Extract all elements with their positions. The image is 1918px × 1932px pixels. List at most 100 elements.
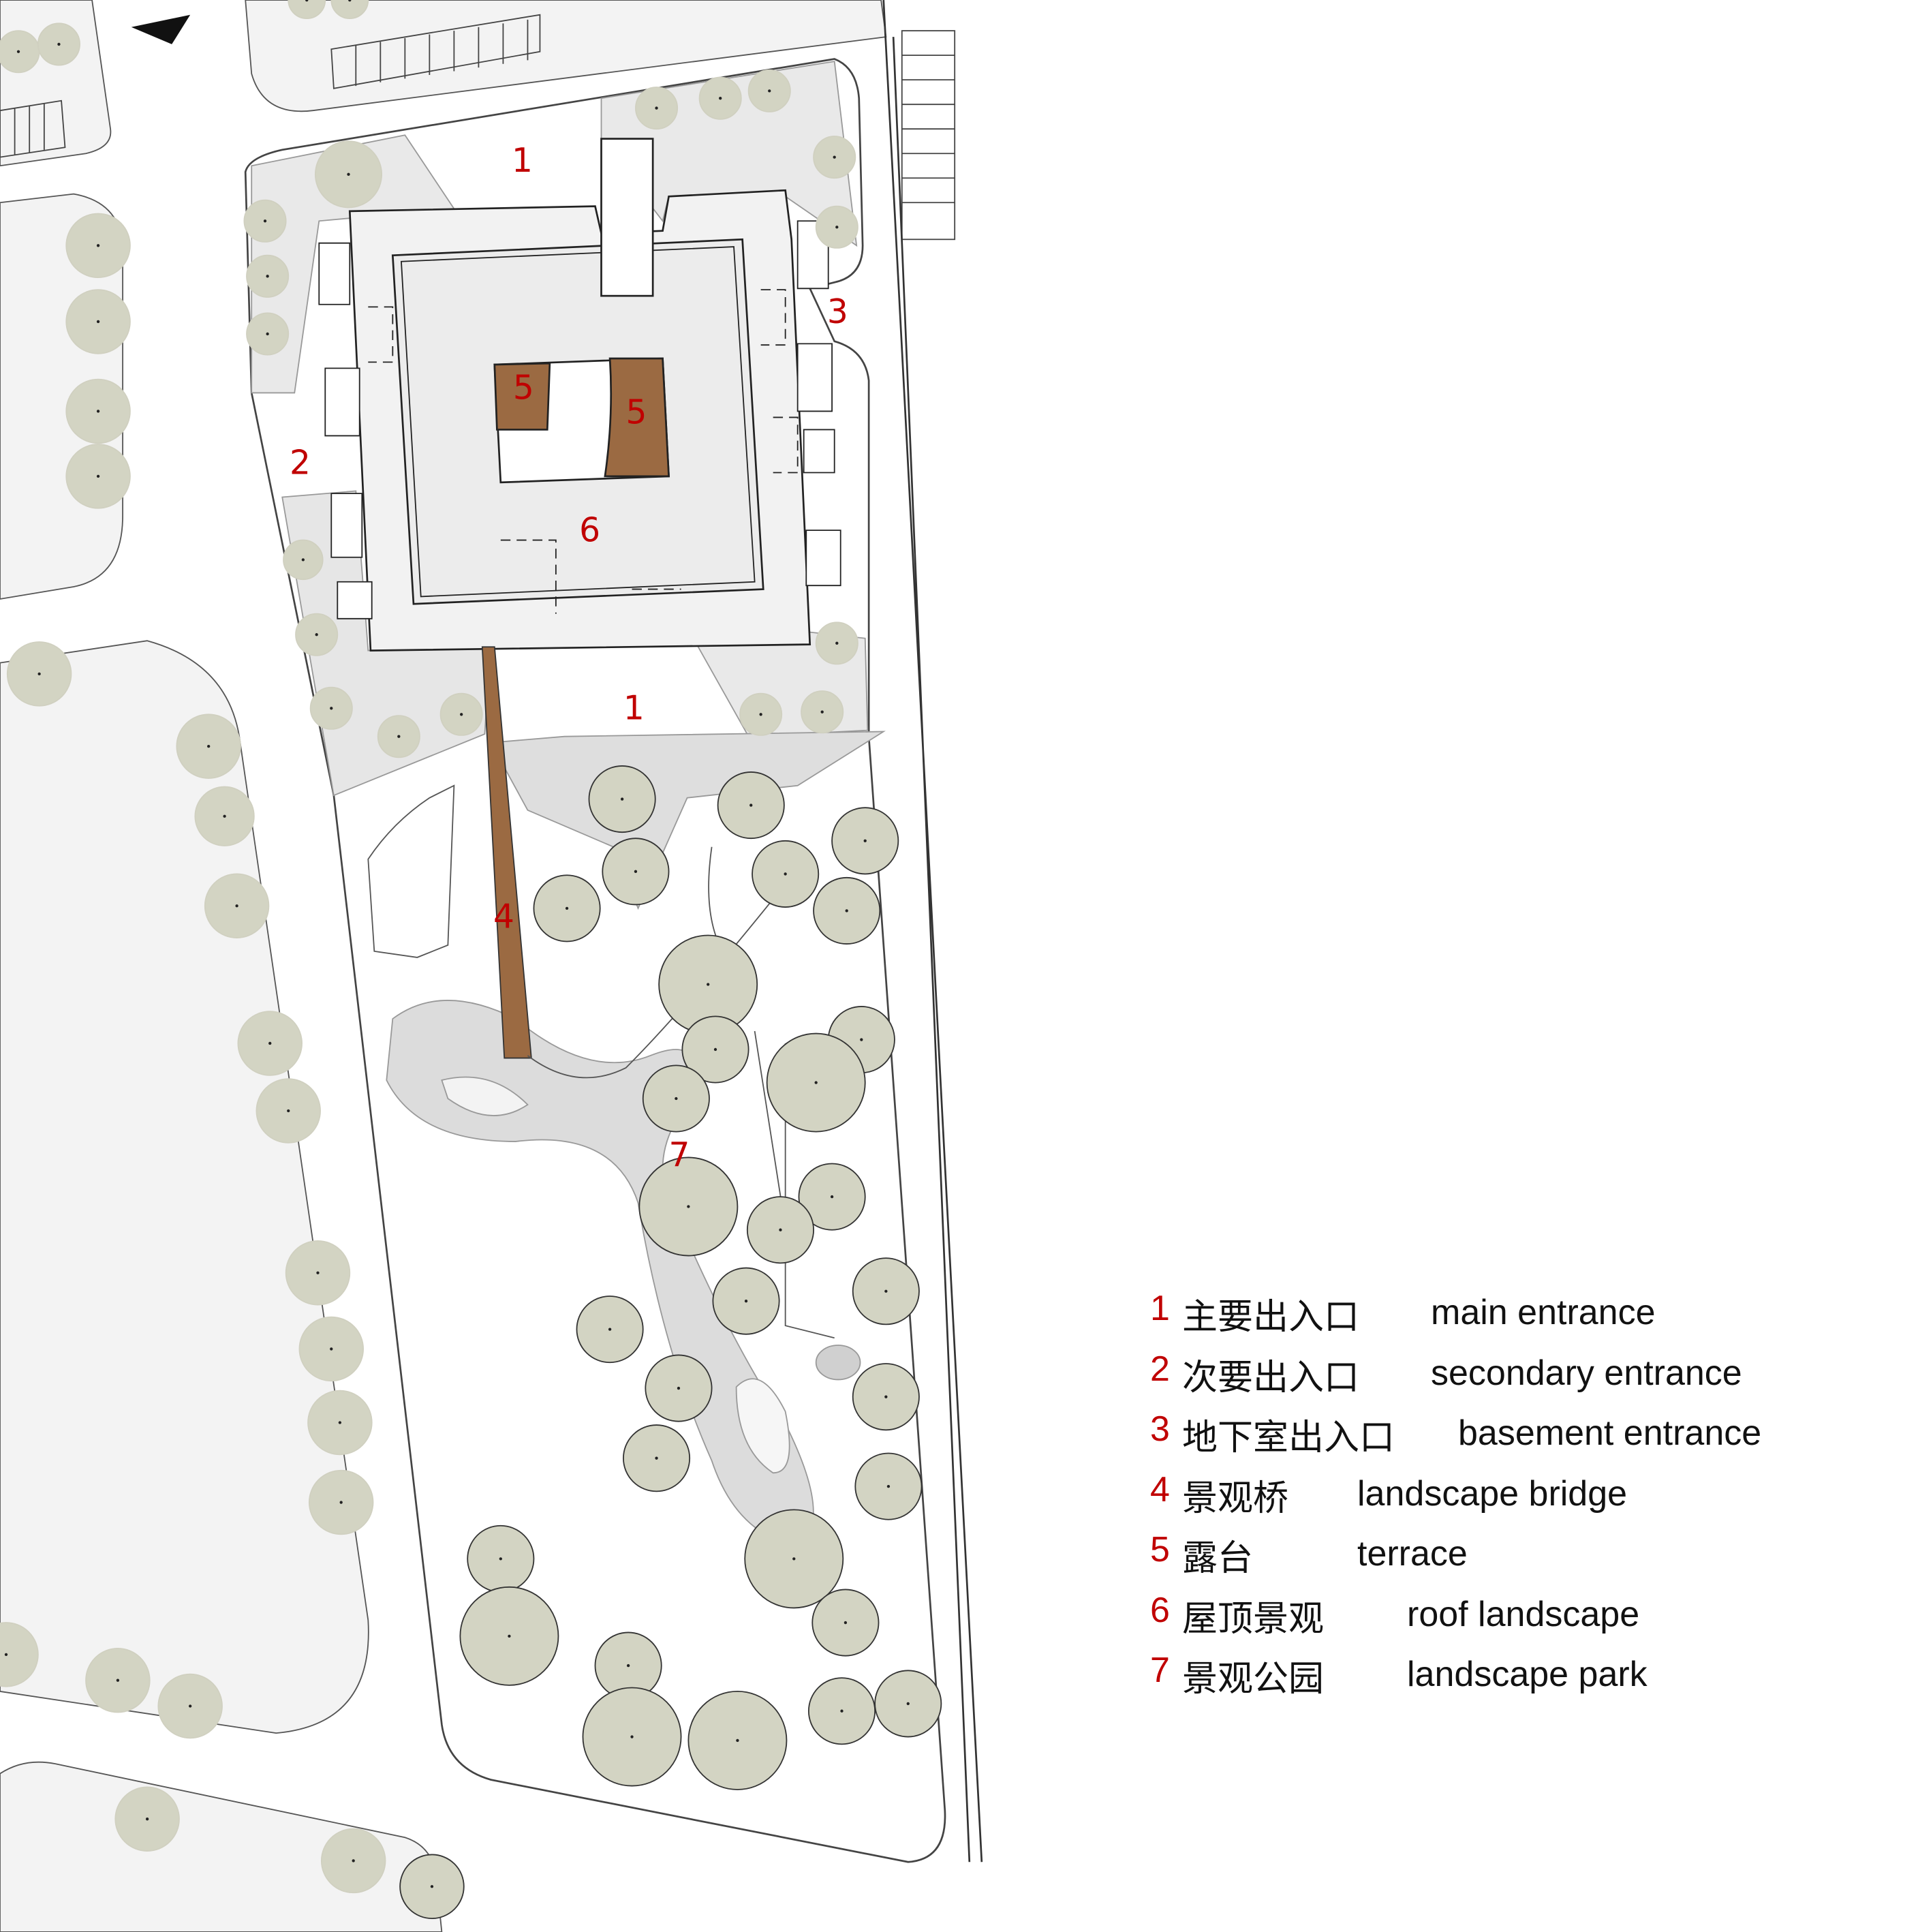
tree-center-mark — [655, 1456, 658, 1460]
tree-center-mark — [16, 50, 20, 53]
tree-center-mark — [268, 1041, 272, 1045]
tree-center-mark — [814, 1081, 818, 1084]
tree-center-mark — [96, 320, 100, 324]
tree-center-mark — [499, 1557, 502, 1561]
tree-center-mark — [508, 1634, 511, 1638]
legend-number: 6 — [1150, 1590, 1170, 1630]
building — [318, 138, 841, 652]
legend-number: 2 — [1150, 1349, 1170, 1389]
legend-label-zh: 地下室出入口 — [1182, 1418, 1395, 1458]
legend-label-zh: 景观公园 — [1182, 1659, 1325, 1699]
tree-center-mark — [863, 839, 867, 842]
tree-center-mark — [736, 1738, 739, 1743]
tree-center-mark — [677, 1386, 681, 1390]
tree-center-mark — [768, 89, 771, 93]
tree-center-mark — [779, 1228, 782, 1231]
plan-labels: 1 1 2 3 4 5 5 6 7 — [290, 142, 848, 1174]
tree-center-mark — [235, 904, 238, 908]
label-basement-entrance: 3 — [827, 293, 848, 331]
tree-center-mark — [784, 872, 787, 876]
tree-center-mark — [620, 797, 624, 801]
tree-center-mark — [188, 1704, 192, 1708]
tree-center-mark — [348, 0, 352, 2]
tree-center-mark — [347, 172, 350, 177]
tree-center-mark — [886, 1484, 891, 1488]
tree-center-mark — [626, 1663, 630, 1668]
legend-label-zh: 景观桥 — [1182, 1478, 1289, 1518]
legend-label-en: terrace — [1357, 1534, 1468, 1574]
tree-center-mark — [287, 1109, 290, 1113]
tree-center-mark — [266, 332, 269, 336]
legend-item: 3 地下室出入口 basement entrance — [1145, 1395, 1826, 1458]
label-main-entrance-north: 1 — [512, 142, 533, 180]
tree-center-mark — [744, 1300, 748, 1303]
tree-center-mark — [338, 1421, 342, 1424]
tree-icon — [330, 0, 369, 20]
legend-label-zh: 次要出入口 — [1182, 1358, 1360, 1398]
north-arrow-icon — [131, 14, 191, 44]
tree-center-mark — [57, 42, 61, 46]
tree-center-mark — [844, 1621, 848, 1625]
tree-center-mark — [675, 1097, 678, 1101]
tree-center-mark — [330, 1347, 333, 1351]
tree-center-mark — [630, 1735, 634, 1738]
terrace-1 — [493, 362, 551, 431]
legend: 1 主要出入口 main entrance 2 次要出入口 secondary entr… — [1145, 1274, 1826, 1699]
trees — [0, 0, 942, 1919]
legend-label-en: secondary entrance — [1431, 1353, 1742, 1393]
tree-center-mark — [840, 1709, 844, 1713]
tree-center-mark — [339, 1501, 343, 1504]
legend-label-en: basement entrance — [1458, 1413, 1762, 1453]
tree-center-mark — [4, 1653, 8, 1657]
tree-center-mark — [460, 713, 463, 716]
tree-center-mark — [835, 641, 839, 645]
legend-label-zh: 屋顶景观 — [1182, 1599, 1325, 1639]
tree-center-mark — [116, 1678, 120, 1682]
tree-center-mark — [305, 0, 309, 2]
tree-center-mark — [713, 1047, 717, 1052]
tree-center-mark — [315, 633, 318, 637]
legend-item: 1 主要出入口 main entrance — [1145, 1274, 1826, 1337]
road-edge — [882, 0, 983, 1862]
label-terrace-1: 5 — [513, 369, 534, 407]
tree-center-mark — [906, 1702, 910, 1706]
tree-center-mark — [719, 97, 722, 100]
legend-number: 3 — [1150, 1409, 1170, 1449]
surrounding-blocks — [0, 0, 887, 1932]
tree-center-mark — [749, 803, 753, 807]
legend-item: 6 屋顶景观 roof landscape — [1145, 1576, 1826, 1639]
tree-center-mark — [301, 558, 305, 562]
legend-label-en: main entrance — [1431, 1293, 1656, 1332]
tree-center-mark — [145, 1818, 149, 1821]
tree-center-mark — [96, 244, 100, 247]
tree-center-mark — [207, 744, 211, 748]
label-terrace-2: 5 — [626, 393, 647, 431]
legend-label-en: roof landscape — [1407, 1594, 1640, 1634]
tree-center-mark — [263, 219, 267, 223]
tree-center-mark — [430, 1885, 434, 1888]
tree-icon — [288, 0, 326, 20]
tree-center-mark — [884, 1395, 888, 1398]
legend-label-zh: 露台 — [1182, 1539, 1254, 1578]
park-paths — [367, 784, 835, 1339]
tree-center-mark — [833, 155, 836, 159]
tree-center-mark — [96, 474, 100, 478]
label-main-entrance-south: 1 — [623, 689, 645, 727]
tree-center-mark — [608, 1328, 612, 1331]
tree-center-mark — [223, 814, 226, 818]
tree-center-mark — [830, 1195, 834, 1199]
tree-center-mark — [316, 1271, 320, 1274]
tree-center-mark — [96, 410, 100, 413]
tree-center-mark — [352, 1859, 355, 1862]
label-roof-landscape: 6 — [579, 511, 600, 549]
terrace-2 — [604, 357, 670, 478]
legend-label-en: landscape park — [1407, 1655, 1648, 1694]
legend-label-zh: 主要出入口 — [1182, 1298, 1360, 1337]
label-secondary-entrance: 2 — [290, 444, 311, 482]
legend-number: 1 — [1150, 1289, 1170, 1328]
tree-center-mark — [835, 226, 839, 229]
tree-center-mark — [792, 1557, 796, 1561]
